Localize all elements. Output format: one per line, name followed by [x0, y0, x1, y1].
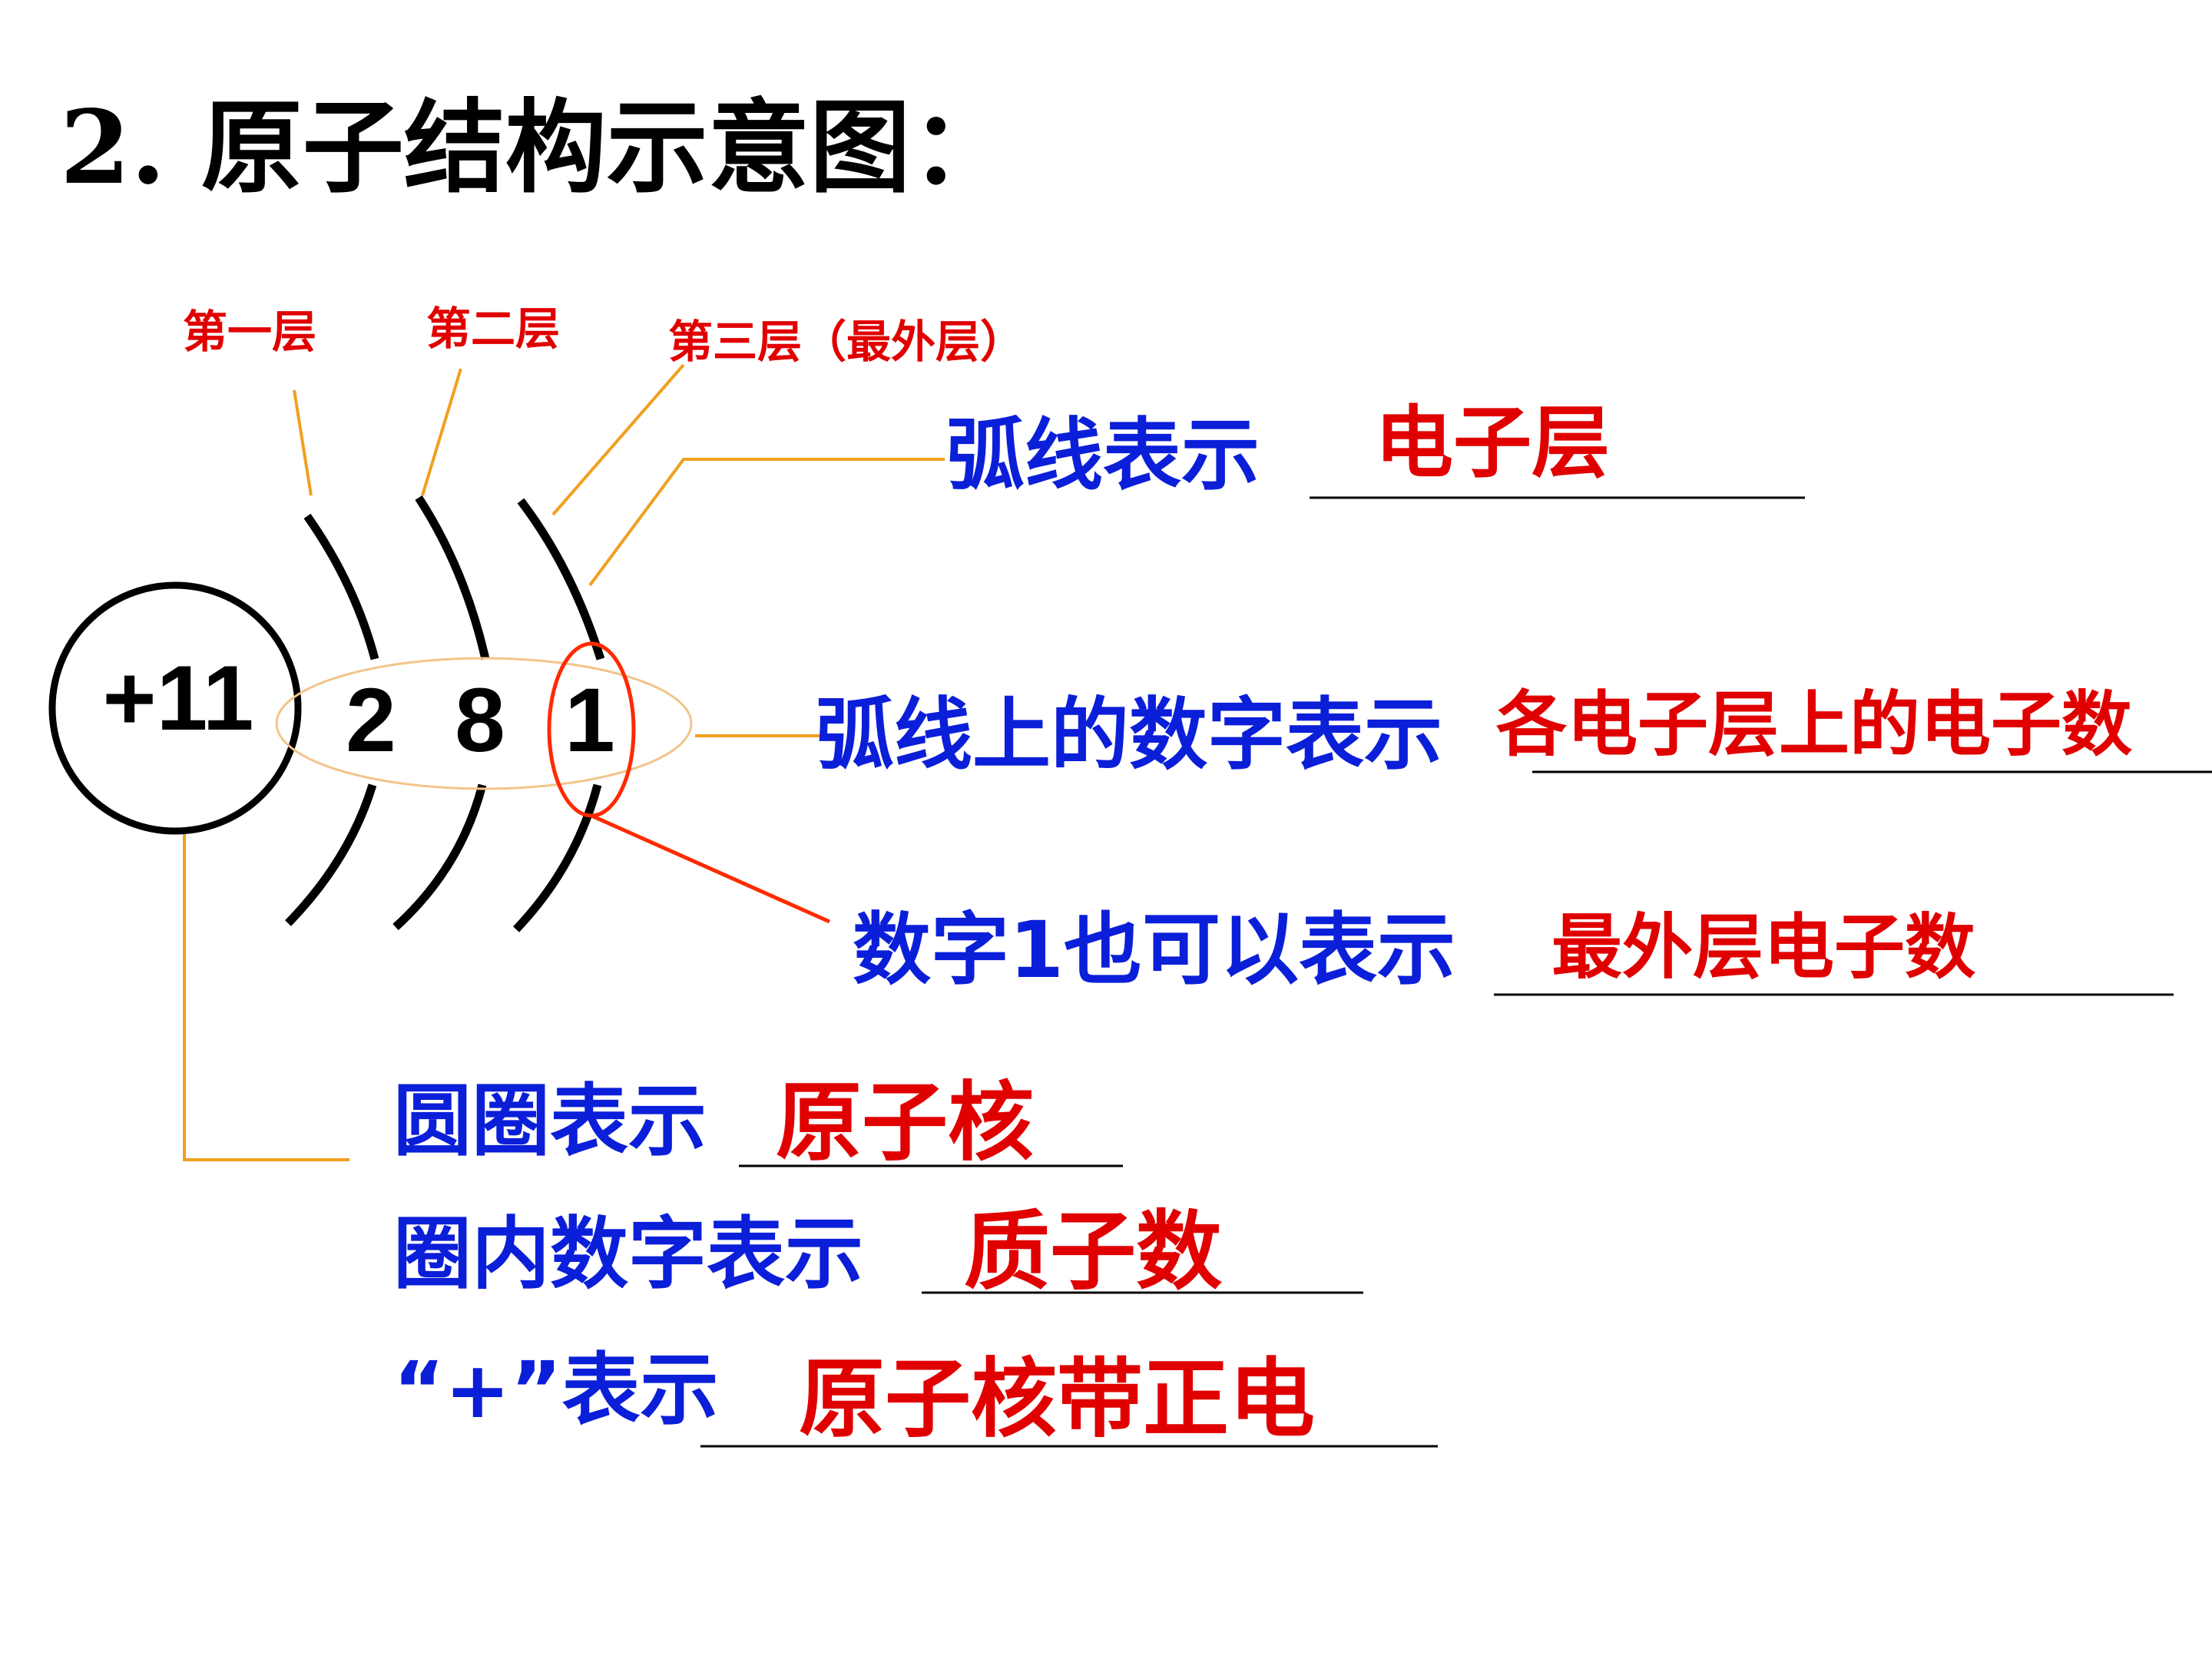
statement-5-answer: 质子数	[964, 1202, 1222, 1302]
leader-lines	[183, 363, 945, 1161]
shell-arc-2-bottom	[392, 783, 487, 931]
statement-3-prompt: 数字1也可以表示	[853, 905, 1455, 996]
nucleus-circle	[48, 581, 302, 835]
statement-6-answer: 原子核带正电	[799, 1349, 1315, 1449]
page-title: 2. 原子结构示意图：	[60, 88, 1012, 207]
statement-2-answer: 各电子层上的电子数	[1496, 684, 2132, 766]
leader-line-shell-1	[293, 389, 313, 496]
statement-4-answer: 原子核	[776, 1073, 1034, 1173]
leader-line-shell-3	[551, 363, 685, 516]
shell-label-2: 第二层	[426, 303, 560, 355]
shell-arc-3-top	[517, 498, 605, 661]
statement-1-prompt: 弧线表示	[946, 410, 1260, 502]
statement-5-prompt: 圈内数字表示	[393, 1209, 863, 1300]
statement-6-prompt: “+”表示	[393, 1345, 719, 1436]
leader-line-shell-2	[421, 368, 462, 496]
shell-numbers-ellipse	[275, 657, 693, 790]
outer-shell-pointer	[590, 813, 831, 924]
statement-2-prompt: 弧线上的数字表示	[816, 690, 1442, 781]
shell-count-2: 8	[455, 670, 505, 771]
statement-4-prompt: 圆圈表示	[393, 1076, 707, 1167]
leader-line-nucleus	[183, 833, 349, 1161]
shell-count-1: 2	[346, 670, 396, 771]
shell-label-3: 第三层（最外层）	[668, 316, 1025, 368]
shell-arc-1-top	[303, 513, 379, 661]
statement-3-answer: 最外层电子数	[1551, 906, 1975, 988]
shell-arc-3-bottom	[513, 783, 602, 932]
shell-arc-2-top	[415, 495, 490, 661]
electron-shell-arcs	[285, 495, 605, 932]
leader-line-arc	[588, 458, 945, 587]
shell-label-1: 第一层	[183, 306, 316, 358]
shell-arc-1-bottom	[285, 783, 377, 926]
statement-1-answer: 电子层	[1375, 398, 1610, 489]
nucleus-label: +11	[103, 647, 254, 750]
shell-count-3: 1	[565, 670, 615, 771]
